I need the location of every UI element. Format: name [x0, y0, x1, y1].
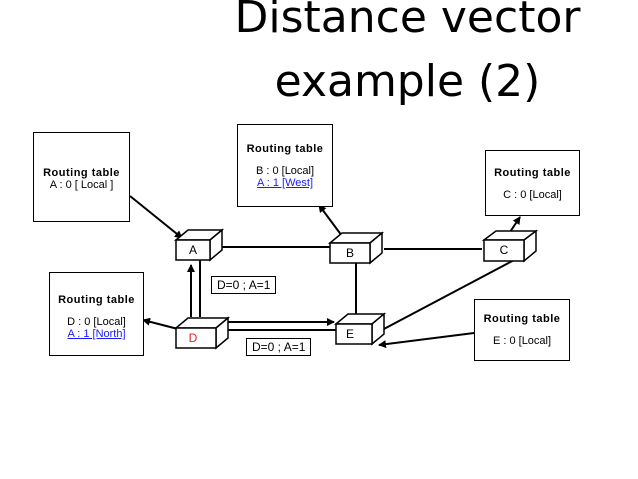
routing-table-e-heading: Routing table [483, 313, 561, 325]
title-line-2: example (2) [274, 56, 541, 107]
routing-table-c-entry-1: C : 0 [Local] [503, 189, 562, 201]
routing-table-d-entry-2: A : 1 [North] [67, 328, 126, 340]
arrow-d-to-table-d [142, 317, 179, 330]
node-c-label: C [499, 243, 509, 257]
routing-table-e-entry-1: E : 0 [Local] [492, 335, 552, 347]
router-a-box [173, 228, 225, 262]
link-c-e [381, 257, 519, 331]
routing-table-b-entry-2: A : 1 [West] [256, 177, 314, 189]
routing-table-a: Routing table A : 0 [ Local ] [33, 132, 130, 222]
arrow-table-a-to-a [129, 195, 183, 239]
routing-table-c: Routing table C : 0 [Local] [485, 150, 580, 216]
routing-table-c-heading: Routing table [494, 167, 571, 179]
arrow-b-to-table-b [318, 204, 343, 237]
routing-table-b-heading: Routing table [246, 143, 324, 155]
routing-table-e: Routing table E : 0 [Local] [474, 299, 570, 361]
routing-table-b-entry-1: B : 0 [Local] [255, 165, 315, 177]
router-e-box [333, 312, 387, 346]
router-b-box [327, 231, 385, 265]
node-d-label: D [188, 331, 198, 345]
routing-table-d: Routing table D : 0 [Local] A : 1 [North… [49, 272, 144, 356]
message-d-to-e: D=0 ; A=1 [246, 338, 312, 356]
title-line-1: Distance vector [234, 0, 581, 43]
node-a-label: A [188, 243, 197, 257]
message-d-to-a: D=0 ; A=1 [211, 276, 277, 294]
router-c-box [481, 229, 539, 263]
routing-table-a-heading: Routing table [43, 167, 120, 179]
node-b-label: B [345, 246, 354, 260]
routing-table-d-entry-1: D : 0 [Local] [67, 316, 126, 328]
router-d-box [173, 316, 231, 350]
routing-table-b: Routing table B : 0 [Local] A : 1 [West] [237, 124, 333, 207]
routing-table-a-entry-1: A : 0 [ Local ] [49, 179, 114, 191]
arrow-c-to-table-c [509, 216, 521, 233]
routing-table-d-heading: Routing table [58, 294, 135, 306]
arrow-table-e-to-e [378, 332, 475, 349]
node-e-label: E [345, 327, 354, 341]
